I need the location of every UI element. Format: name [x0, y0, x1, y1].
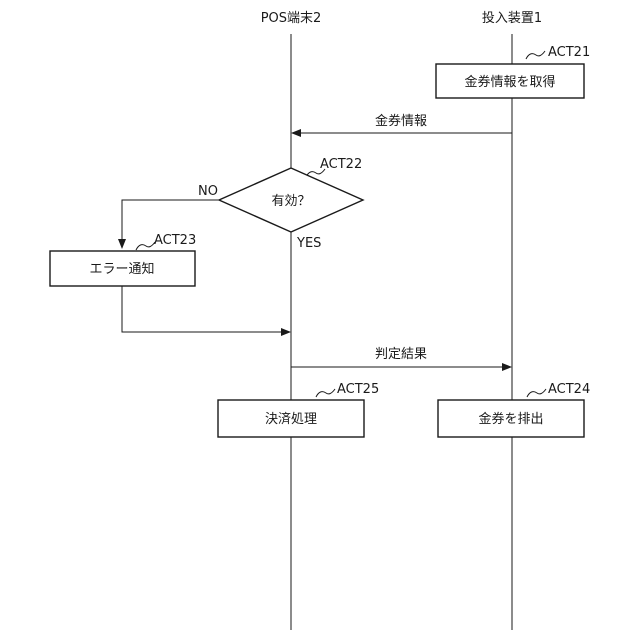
act23-code: ACT23	[154, 233, 196, 248]
act25-leader	[316, 389, 335, 397]
lane-header-pos-terminal: POS端末2	[261, 11, 322, 26]
act22-yes-label: YES	[296, 236, 321, 251]
act22-no-label: NO	[198, 184, 218, 199]
voucher-info-label: 金券情報	[375, 113, 427, 129]
act24-label: 金券を排出	[478, 411, 543, 427]
act23-leader	[136, 242, 155, 250]
lane-header-input-device: 投入装置1	[482, 10, 542, 26]
act25-label: 決済処理	[265, 411, 317, 427]
act21-leader	[526, 51, 545, 59]
act21-label: 金券情報を取得	[464, 74, 555, 90]
act22-code: ACT22	[320, 157, 362, 172]
error-return-arrow	[122, 286, 290, 332]
act24-leader	[527, 389, 546, 397]
act22-label: 有効？	[271, 194, 310, 209]
act25-code: ACT25	[337, 382, 379, 397]
act21-code: ACT21	[548, 45, 590, 60]
act23-label: エラー通知	[89, 261, 154, 277]
act24-code: ACT24	[548, 382, 590, 397]
judgment-result-label: 判定結果	[375, 347, 427, 362]
